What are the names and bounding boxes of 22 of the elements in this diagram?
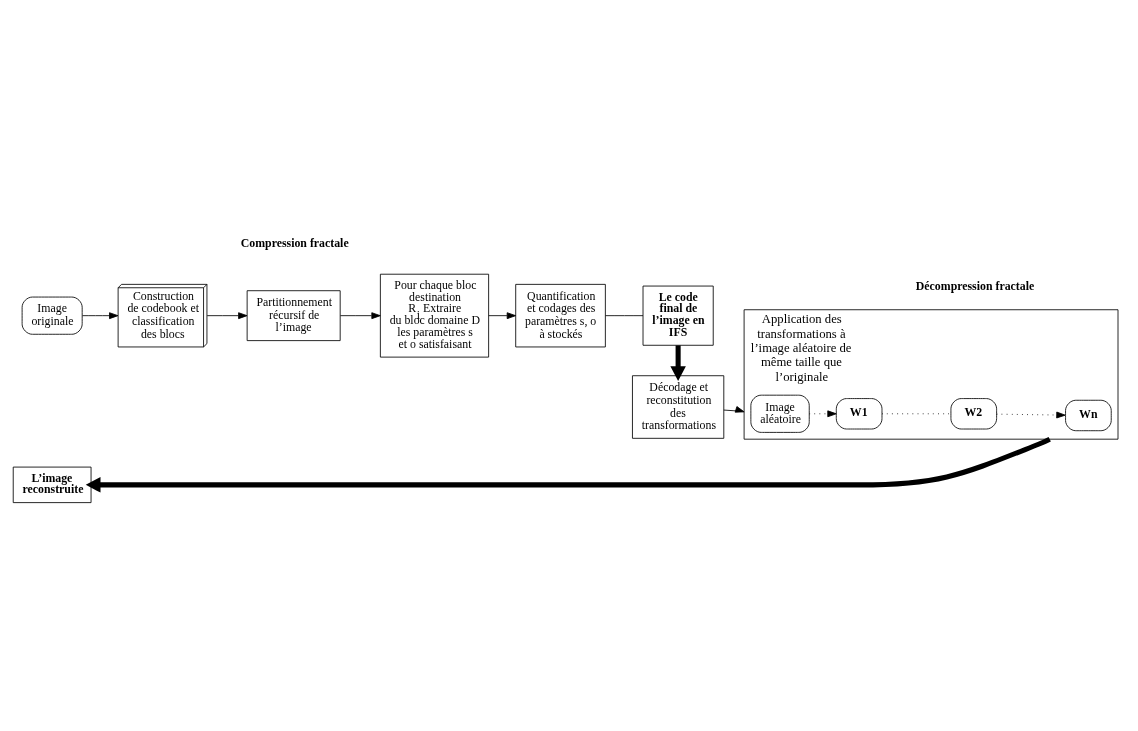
node-box: W2	[950, 397, 998, 429]
arrow	[996, 411, 1066, 418]
arrow	[81, 311, 119, 319]
label: Compression fractale	[240, 235, 349, 250]
node-box: W1	[835, 397, 883, 429]
node-box: Image originale	[21, 296, 83, 335]
arrow	[670, 344, 686, 381]
node-box: Quantification et codages des paramètres s, o à stockés	[515, 283, 606, 347]
node-box: Le code final de l’image en IFS	[642, 285, 714, 346]
arrow	[85, 436, 1051, 493]
node-box: Wn	[1065, 399, 1112, 431]
connector	[605, 314, 644, 316]
label: Décompression fractale	[915, 278, 1035, 293]
node-box: Partitionnement récursif de l’image	[246, 289, 341, 341]
arrow	[723, 405, 745, 413]
arrow	[808, 409, 837, 417]
arrow	[340, 311, 381, 319]
node-box: Décodage et reconstitution des transformations	[632, 374, 725, 439]
arrow	[488, 311, 517, 319]
node-box: L’image reconstruite	[12, 466, 92, 503]
arrow	[206, 311, 248, 319]
node-box: Image aléatoire	[750, 394, 810, 433]
